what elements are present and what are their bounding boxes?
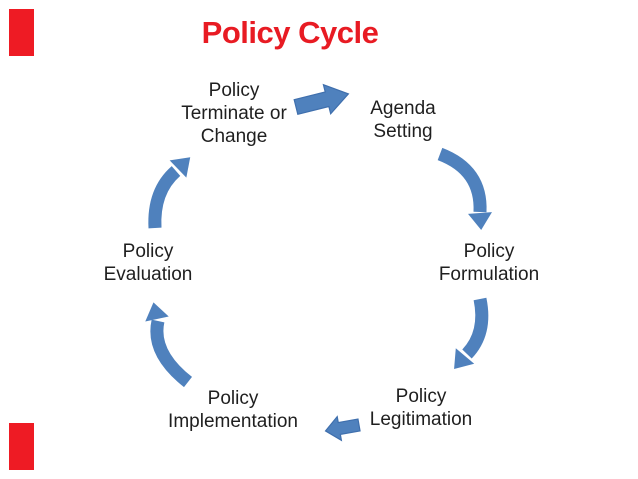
arrow-evaluation-to-terminate-icon xyxy=(148,157,191,229)
stage-policy-evaluation: Policy Evaluation xyxy=(68,240,228,286)
stage-policy-formulation: Policy Formulation xyxy=(409,240,569,286)
arrow-terminate-to-agenda-icon xyxy=(293,83,350,116)
stage-label-line: Legitimation xyxy=(369,409,473,430)
stage-policy-terminate-or-change: Policy Terminate or Change xyxy=(149,79,319,148)
stage-label-line: Change xyxy=(200,126,268,147)
red-accent-bar-top-left xyxy=(9,9,34,56)
stage-label-line: Policy xyxy=(463,241,515,262)
stage-label-line: Evaluation xyxy=(103,264,193,285)
stage-label-line: Agenda xyxy=(370,98,436,119)
arrow-legitimation-to-implementation-icon xyxy=(324,415,361,442)
stage-label-line: Setting xyxy=(373,121,433,142)
stage-label-line: Formulation xyxy=(438,264,540,285)
arrow-formulation-to-legitimation-icon xyxy=(454,297,489,370)
page-title: Policy Cycle xyxy=(201,15,379,50)
stage-policy-implementation: Policy Implementation xyxy=(143,387,323,433)
stage-policy-legitimation: Policy Legitimation xyxy=(341,385,501,431)
stage-label-line: Policy xyxy=(122,241,174,262)
red-accent-bar-bottom-left xyxy=(9,423,34,470)
arrow-agenda-to-formulation-icon xyxy=(437,147,492,230)
stage-label-line: Policy xyxy=(395,386,447,407)
stage-label-line: Policy xyxy=(207,388,259,409)
arrow-implementation-to-evaluation-icon xyxy=(145,302,193,388)
stage-label-line: Policy xyxy=(208,80,260,101)
stage-agenda-setting: Agenda Setting xyxy=(343,97,463,143)
stage-label-line: Terminate or xyxy=(181,103,287,124)
stage-label-line: Implementation xyxy=(168,411,298,432)
